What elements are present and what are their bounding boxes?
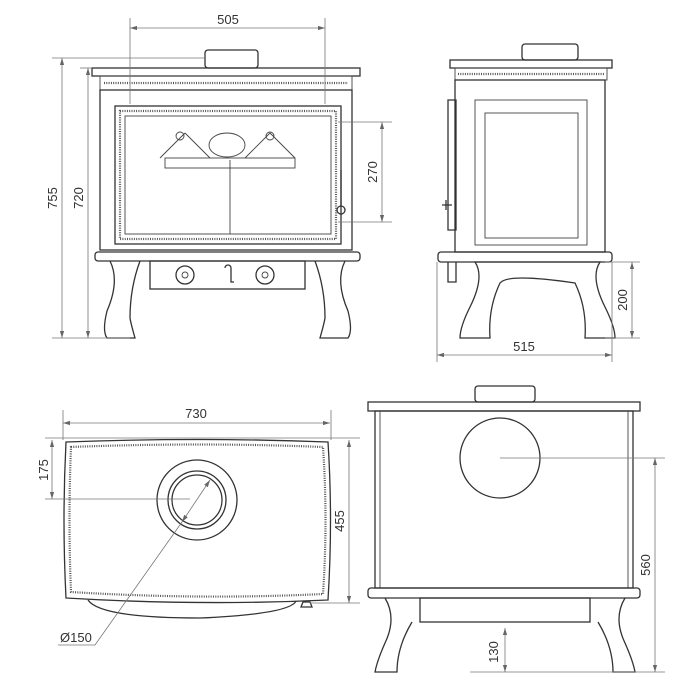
air-bar [164,157,296,169]
dim-height-755: 755 [45,187,60,209]
handle-stub [300,601,313,608]
air-control-icon [175,131,185,141]
flue-collar [521,43,579,61]
top-plate [367,401,641,412]
top-view: 730 175 455 Ø150 [36,406,360,646]
back-view: 560 130 [367,385,665,673]
dim-depth-455: 455 [332,510,347,532]
dim-depth-515: 515 [513,339,535,354]
air-knob [255,265,275,285]
leg-left [103,260,141,339]
dim-clearance-130: 130 [486,641,501,663]
ash-panel [149,260,306,290]
side-panel [474,99,588,246]
top-gasket [68,443,327,598]
base-plate [367,587,641,599]
flue-collar [204,49,259,69]
flue-collar [474,385,536,403]
side-panel-inner [484,112,579,239]
front-bulge [87,599,297,619]
logo-plate [208,132,246,158]
base-plate [437,251,613,263]
flue-inner [171,474,223,526]
dim-flue-height-560: 560 [638,554,653,576]
air-knob-center [261,271,269,279]
air-knob-center [181,271,189,279]
legs [459,261,616,339]
dim-height-720: 720 [71,187,86,209]
dim-door-270: 270 [365,161,380,183]
legs [374,597,636,673]
door-handle [442,99,457,231]
dim-flue-diameter: Ø150 [60,630,92,645]
ash-handle [447,262,457,283]
top-outline [63,438,332,604]
flue-ring [156,459,238,541]
side-body [454,79,606,253]
leg-right [314,260,352,339]
glass [124,115,332,235]
top-plate [449,59,613,69]
riddler-lever [224,264,234,283]
dim-offset-175: 175 [36,459,51,481]
frieze [454,67,608,81]
front-body [99,89,353,251]
base-plate [94,251,361,262]
ash-box [419,597,591,623]
front-view: 505 755 720 270 [45,12,392,339]
air-knob [175,265,195,285]
dim-width-505: 505 [217,12,239,27]
air-deflector [159,132,296,159]
side-view: 200 515 [436,43,640,362]
dim-leg-200: 200 [615,289,630,311]
top-plate [91,67,361,77]
dim-width-730: 730 [185,406,207,421]
back-body [374,410,634,589]
air-control-icon [265,131,275,141]
flue-outer [167,470,227,530]
door-gasket [118,109,338,241]
door-frame [114,105,342,245]
